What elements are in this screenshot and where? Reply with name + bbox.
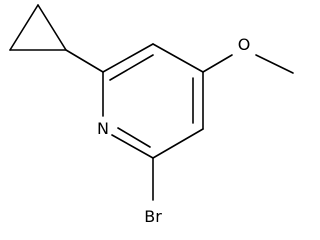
nitrogen-label: N bbox=[97, 119, 109, 138]
bond-c5-c4 bbox=[152, 43, 204, 73]
bond-cyclopropyl-3 bbox=[37, 4, 67, 51]
bromine-label: Br bbox=[144, 207, 162, 226]
bond-cyclopropyl-2 bbox=[9, 4, 39, 51]
bond-c3-c2 bbox=[152, 128, 204, 159]
oxygen-label: O bbox=[238, 35, 251, 54]
bond-c2-n1-inner bbox=[117, 127, 151, 148]
atom-labels: N O Br bbox=[97, 35, 250, 226]
bond-c2-n1 bbox=[111, 134, 154, 159]
bond-c6-c5-inner bbox=[109, 54, 154, 81]
bond-cyclopropyl-ring bbox=[65, 49, 104, 73]
structure-canvas: N O Br bbox=[9, 4, 294, 226]
bond-o-ch3 bbox=[255, 54, 294, 74]
bond-c6-c5 bbox=[102, 43, 154, 73]
bond-c4-o bbox=[202, 54, 233, 73]
molecule-diagram: N O Br bbox=[9, 4, 294, 226]
bond-layer bbox=[9, 4, 294, 201]
